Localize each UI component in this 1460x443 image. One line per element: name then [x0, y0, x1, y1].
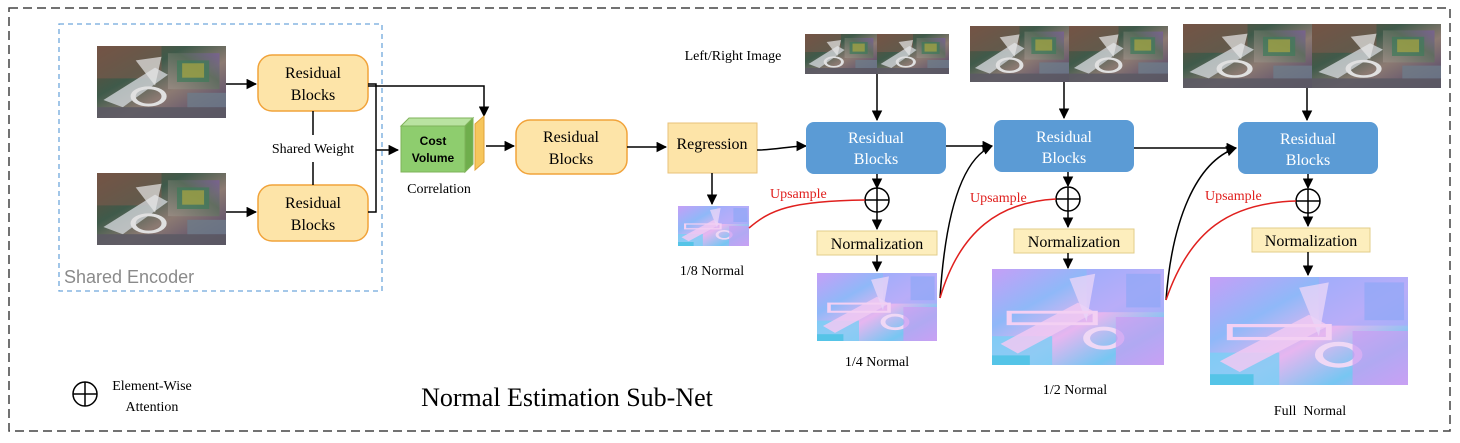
arrow-regression-to-residual-1	[756, 140, 808, 152]
encoder-block-bottom-line1: Residual	[285, 195, 342, 212]
encoder-block-top-line2: Blocks	[291, 87, 335, 104]
upsample-curve-stage1	[748, 199, 866, 229]
left-right-image-label: Left/Right Image	[685, 49, 782, 64]
stage3-left-image	[1183, 24, 1312, 88]
stage2-right-image	[1069, 26, 1168, 82]
residual-block-stage3-line1: Residual	[1280, 131, 1337, 148]
encoder-block-top-line1: Residual	[285, 65, 342, 82]
residual-block-stage3-line2: Blocks	[1286, 152, 1330, 169]
normal-map-1-4	[817, 273, 937, 341]
residual-block-stage2	[994, 120, 1134, 172]
upsample-label-stage2: Upsample	[970, 191, 1027, 206]
normal-full-label: Full Normal	[1274, 404, 1346, 419]
shared-weight-label: Shared Weight	[272, 142, 354, 157]
normal-1-4-label: 1/4 Normal	[845, 355, 909, 370]
element-wise-attention-icon-stage3	[1295, 188, 1321, 214]
arrow-normal-1-4-to-stage2	[939, 144, 993, 299]
residual-block-stage2-line2: Blocks	[1042, 150, 1086, 167]
normal-map-full	[1210, 277, 1408, 385]
legend-line1: Element-Wise	[112, 379, 192, 394]
encoder-block-bottom-line2: Blocks	[291, 217, 335, 234]
residual-block-middle-line1: Residual	[543, 129, 600, 146]
regression-block	[667, 122, 758, 174]
arrow-normal-1-2-to-stage3	[1165, 146, 1237, 301]
normalization-block-stage1	[816, 230, 938, 256]
residual-block-stage2-line1: Residual	[1036, 129, 1093, 146]
element-wise-attention-icon-stage1	[864, 187, 890, 213]
encoder-image-top	[97, 46, 226, 118]
legend-attention-icon	[72, 381, 98, 407]
residual-block-stage3	[1238, 122, 1378, 174]
residual-block-stage1-line1: Residual	[848, 130, 905, 147]
encoder-image-bottom	[97, 173, 226, 245]
legend-line2: Attention	[126, 400, 179, 415]
stage1-right-image	[877, 34, 949, 74]
upsample-label-stage1: Upsample	[770, 187, 827, 202]
stage1-left-image	[805, 34, 877, 74]
cost-volume-line1: Cost	[420, 134, 447, 148]
normalization-label-stage2: Normalization	[1028, 234, 1120, 251]
regression-label: Regression	[676, 136, 747, 153]
arrow-encoder-top-to-cost-volume	[368, 85, 490, 118]
correlation-label: Correlation	[407, 182, 471, 197]
diagram-title: Normal Estimation Sub-Net	[421, 383, 714, 412]
stage2-left-image	[970, 26, 1069, 82]
cost-volume-line2: Volume	[412, 151, 455, 165]
outer-frame	[8, 7, 1451, 432]
residual-block-middle-line2: Blocks	[549, 151, 593, 168]
normal-1-2-label: 1/2 Normal	[1043, 383, 1107, 398]
element-wise-attention-icon-stage2	[1055, 186, 1081, 212]
normalization-label-stage3: Normalization	[1265, 233, 1357, 250]
normal-map-1-2	[992, 269, 1164, 365]
shared-encoder-frame	[58, 23, 383, 292]
shared-encoder-label: Shared Encoder	[64, 267, 194, 287]
upsample-curve-stage2	[939, 198, 1057, 299]
upsample-curve-stage3	[1165, 200, 1297, 301]
normalization-block-stage2	[1013, 228, 1135, 254]
encoder-merge-lines	[368, 83, 377, 213]
stage3-right-image	[1312, 24, 1441, 88]
normalization-block-stage3	[1251, 227, 1371, 253]
upsample-label-stage3: Upsample	[1205, 189, 1262, 204]
normalization-label-stage1: Normalization	[831, 236, 923, 253]
normal-map-1-8	[678, 206, 749, 246]
normal-1-8-label: 1/8 Normal	[680, 264, 744, 279]
residual-block-stage1-line2: Blocks	[854, 151, 898, 168]
residual-block-stage1	[806, 122, 946, 174]
cost-volume-cube	[399, 114, 485, 174]
